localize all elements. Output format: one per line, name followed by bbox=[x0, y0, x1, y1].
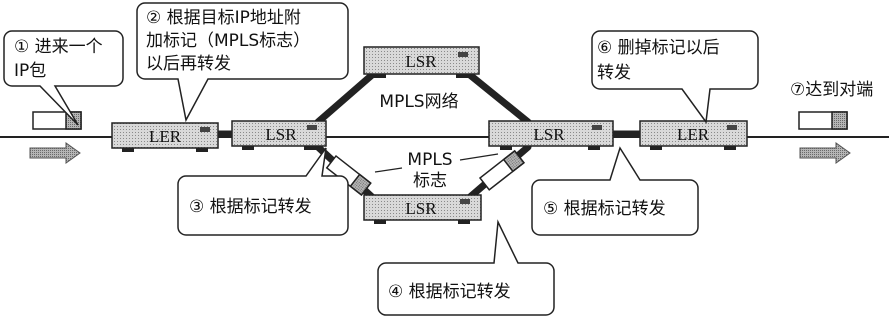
mpls-network-label: MPLS网络 bbox=[379, 92, 458, 112]
callout-step3-line1: ③ 根据标记转发 bbox=[189, 197, 312, 217]
callout-step4-line1: ④ 根据标记转发 bbox=[388, 282, 511, 302]
callout-step6-line1: ⑥ 删掉标记以后 bbox=[597, 38, 720, 58]
callout-step2: ② 根据目标IP地址附 加标记（MPLS标志） 以后再转发 bbox=[136, 2, 349, 123]
lsr-top-router[interactable]: LSR bbox=[363, 46, 480, 78]
callout-step2-line3: 以后再转发 bbox=[146, 54, 231, 74]
callout-step4: ④ 根据标记转发 bbox=[377, 219, 555, 316]
lsr-top-label: LSR bbox=[405, 52, 437, 71]
mpls-label-line2: 标志 bbox=[413, 171, 447, 191]
callout-step3: ③ 根据标记转发 bbox=[177, 147, 349, 236]
lsr-left-label: LSR bbox=[265, 125, 297, 144]
callout-step6: ⑥ 删掉标记以后 转发 bbox=[591, 30, 759, 124]
ler-left-label: LER bbox=[149, 127, 182, 146]
callout-step1: ① 进来一个 IP包 bbox=[3, 30, 124, 126]
callout-step6-line2: 转发 bbox=[597, 63, 631, 83]
labeled-packet-lower-right bbox=[478, 149, 525, 191]
ip-packet-right bbox=[798, 111, 848, 130]
ler-right-router[interactable]: LER bbox=[639, 120, 748, 150]
callout-step1-line2: IP包 bbox=[14, 61, 46, 81]
ler-right-label: LER bbox=[677, 125, 710, 144]
callout-step5: ⑤ 根据标记转发 bbox=[531, 146, 699, 236]
mpls-label-line1: MPLS bbox=[407, 150, 452, 170]
arrive-label: ⑦达到对端 bbox=[790, 80, 873, 100]
lsr-bottom-label: LSR bbox=[405, 199, 437, 218]
callout-step5-line1: ⑤ 根据标记转发 bbox=[543, 199, 666, 219]
flow-arrow-left bbox=[29, 142, 81, 164]
labeled-packet-lower-left bbox=[325, 154, 372, 196]
lsr-right-label: LSR bbox=[533, 125, 565, 144]
lsr-bottom-router[interactable]: LSR bbox=[363, 194, 482, 224]
ler-left-router[interactable]: LER bbox=[111, 122, 219, 152]
lsr-left-router[interactable]: LSR bbox=[231, 120, 327, 150]
mpls-label-pointers bbox=[374, 153, 499, 173]
flow-arrow-right bbox=[799, 142, 851, 164]
lsr-right-router[interactable]: LSR bbox=[488, 120, 614, 150]
callout-step1-line1: ① 进来一个 bbox=[14, 37, 103, 57]
callout-step2-line2: 加标记（MPLS标志） bbox=[146, 31, 310, 51]
callout-step2-line1: ② 根据目标IP地址附 bbox=[146, 8, 301, 28]
